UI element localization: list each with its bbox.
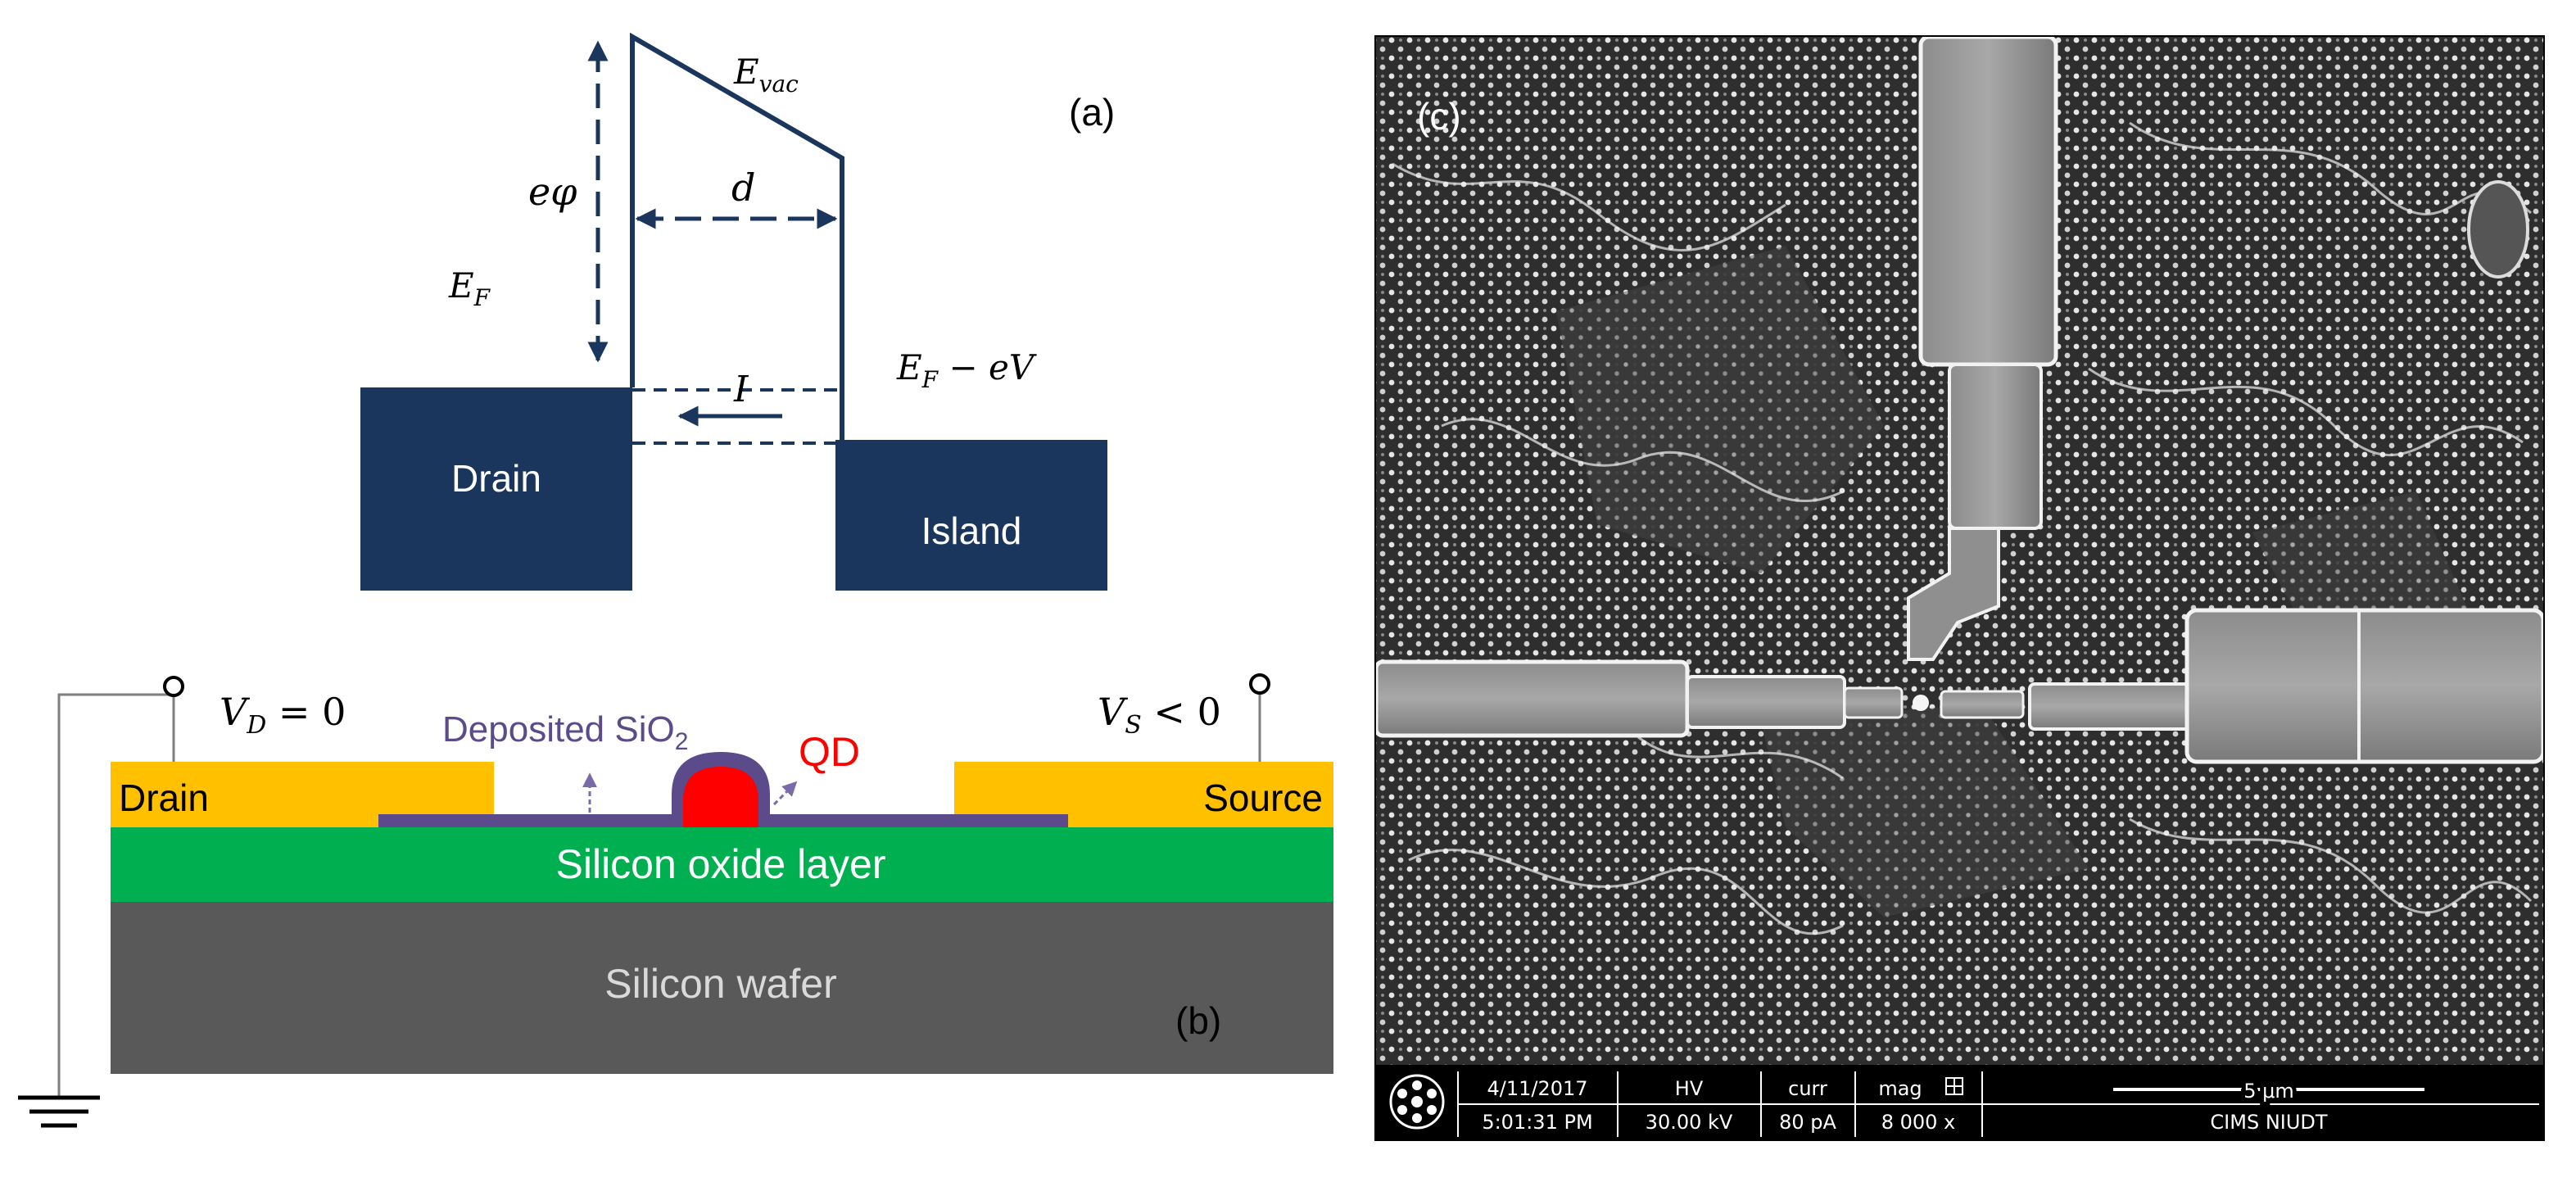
wafer-label: Silicon wafer [604,961,836,1007]
ground-icon [18,1095,100,1128]
sem-mag-value: 8 000 x [1881,1111,1956,1134]
sem-info-bar: 4/11/2017 5:01:31 PM HV 30.00 kV curr 80… [1376,1065,2543,1139]
panel-b-device-schematic: VD = 0 VS < 0 Deposited SiO2 QD Drain So… [18,673,1333,1128]
sem-right-electrode [2184,608,2543,764]
ef-label: EF [448,265,491,311]
vs-label: VS < 0 [1098,690,1221,740]
sem-top-electrode [1918,37,2058,367]
sem-left-electrode [1376,659,1690,738]
sem-junction-dot [1913,695,1929,711]
drain-block [360,387,632,591]
d-label: d [731,165,755,210]
drain-terminal-icon [163,676,184,697]
silicon-oxide-layer [111,827,1333,902]
evac-label: Evac [733,52,799,97]
drain-label-b: Drain [119,777,209,819]
sem-right-electrode-lead [2028,682,2203,731]
sem-top-electrode-lead [1948,363,2043,530]
deposited-sio2-label: Deposited SiO2 [442,709,688,755]
island-block [835,440,1107,591]
source-label: Source [1203,777,1323,819]
island-label: Island [921,509,1022,552]
sem-scale-label: 5 μm [2243,1080,2294,1103]
current-label: I [733,369,749,410]
source-terminal-icon [1249,673,1270,695]
qd-pointer-arrow [772,781,798,806]
sem-dark-domain [1556,246,1884,573]
ephi-label: eφ [528,170,577,214]
qd-label: QD [799,729,860,775]
quantum-dot [683,767,758,827]
sem-curr-label: curr [1788,1077,1827,1100]
sem-right-electrode-tip [1940,690,2025,719]
panel-a-energy-diagram: Evac (a) eφ d EF EF − eV I Drain Island [360,32,1115,591]
sem-dark-domain [1761,704,2089,917]
ground-wire [57,693,174,1098]
sem-mag-grid-icon [1945,1077,1963,1095]
sem-mag-label: mag [1878,1077,1922,1100]
barrier-outline [630,32,844,440]
sem-logo-icon [1389,1074,1445,1130]
sem-dark-domain [2252,491,2474,639]
drain-label-a: Drain [451,457,541,500]
sem-date: 4/11/2017 [1487,1077,1587,1100]
panel-b-label: (b) [1175,999,1221,1042]
sem-curr-value: 80 pA [1779,1111,1836,1134]
sem-top-electrode-tip [1907,527,2000,661]
sem-institution: CIMS NIUDT [2210,1111,2327,1134]
silicon-wafer-layer [111,902,1333,1074]
sem-particle [2467,180,2529,279]
sem-time: 5:01:31 PM [1482,1111,1592,1134]
panel-a-label: (a) [1069,91,1115,134]
oxide-label: Silicon oxide layer [556,841,886,887]
panel-c-sem-image: (c) [1374,35,2545,1141]
sem-left-electrode-tip [1843,686,1904,719]
sem-left-electrode-lead [1686,675,1846,729]
sem-hv-value: 30.00 kV [1646,1111,1733,1134]
panel-c-label: (c) [1417,95,1461,138]
sem-hv-label: HV [1675,1077,1704,1100]
vd-label: VD = 0 [220,690,346,740]
ef-minus-ev-label: EF − eV [896,347,1037,393]
